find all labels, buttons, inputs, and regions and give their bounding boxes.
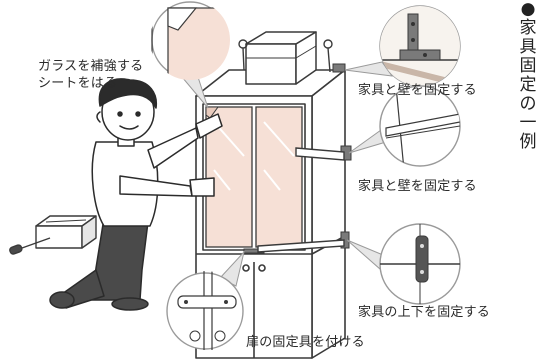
detail-lens-wall-middle: [379, 85, 461, 167]
label-wall-middle: 家具と壁を固定する: [358, 179, 477, 194]
label-door-lock: 扉の固定具を付ける: [246, 335, 365, 350]
detail-lens-upper-lower: [379, 223, 461, 305]
detail-lens-glass-film: [151, 1, 230, 80]
label-upper-lower: 家具の上下を固定する: [358, 305, 491, 320]
detail-lens-door-lock: [166, 271, 244, 350]
ceiling-hooks: [238, 39, 333, 73]
wall-brace: [257, 147, 345, 253]
label-glass-film: ガラスを補強する シートをはる: [38, 58, 143, 92]
label-wall-top: 家具と壁を固定する: [358, 83, 477, 98]
side-heading: ●家具固定の一例: [519, 0, 537, 152]
detail-lens-wall-top: [379, 5, 461, 87]
label-glass-line-1: ガラスを補強する: [38, 59, 144, 74]
label-glass-line-2: シートをはる: [38, 76, 118, 91]
callout-pointers: [180, 61, 394, 287]
person: [49, 78, 223, 311]
toolbox: [35, 215, 97, 249]
screwdriver-icon: [9, 237, 51, 255]
top-box: [245, 31, 317, 85]
